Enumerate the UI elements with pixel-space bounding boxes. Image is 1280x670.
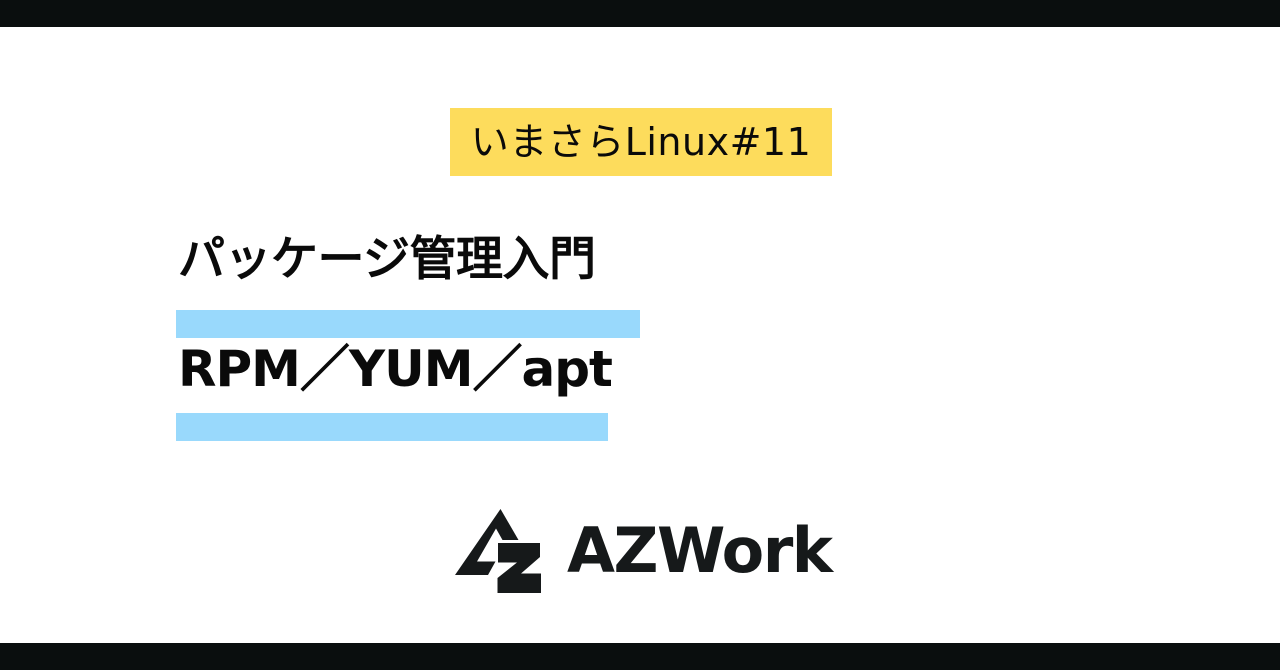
accent-bar-upper xyxy=(176,310,640,338)
accent-bar-lower xyxy=(176,413,608,441)
page-subtitle: RPM／YUM／apt xyxy=(178,340,613,398)
bottom-decorative-bar xyxy=(0,643,1280,670)
top-decorative-bar xyxy=(0,0,1280,27)
series-badge-label: いまさらLinux#11 xyxy=(470,120,812,164)
series-badge: いまさらLinux#11 xyxy=(450,108,832,176)
page-title: パッケージ管理入門 xyxy=(178,232,596,287)
brand-wordmark: AZWork xyxy=(567,514,833,587)
brand-logo-lockup: AZWork xyxy=(455,505,833,597)
azwork-triangle-z-mark-icon xyxy=(455,509,541,593)
